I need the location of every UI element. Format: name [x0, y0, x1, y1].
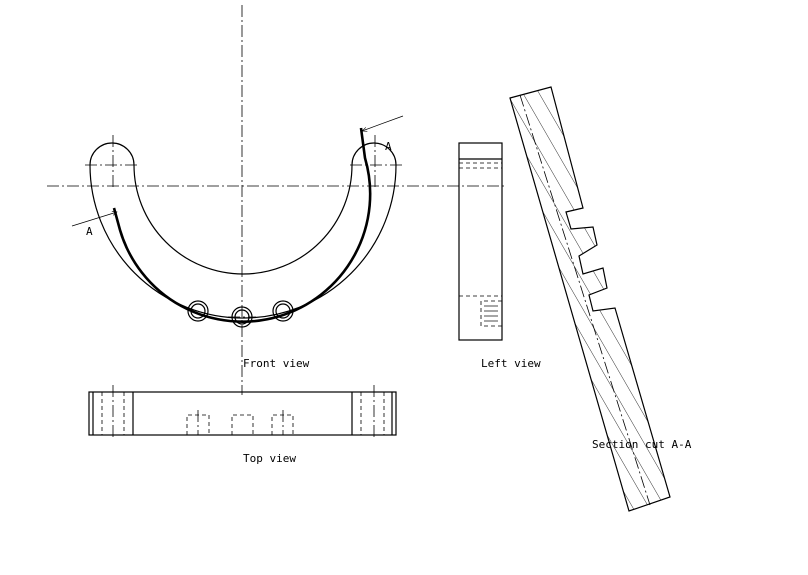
top-view-body: [88, 391, 397, 436]
section-view: [509, 86, 671, 512]
front-view: A A: [47, 5, 505, 395]
top-hidden-hole-2: [231, 414, 254, 435]
section-view-label: Section cut A-A: [592, 438, 692, 451]
section-hatched-body: [509, 86, 671, 512]
hole-left: [187, 300, 209, 322]
left-view-body: [458, 142, 503, 341]
left-hidden-hole: [480, 300, 502, 327]
section-centerline: [519, 94, 651, 506]
section-mark-right: A: [385, 140, 392, 153]
section-arrow-left: [71, 212, 117, 227]
left-view-label: Left view: [481, 357, 541, 370]
top-hidden-hole-3: [271, 414, 294, 435]
section-arrow-right: [362, 115, 404, 131]
top-view: [88, 385, 397, 440]
ring-outline: [89, 142, 397, 319]
section-mark-left: A: [86, 225, 93, 238]
front-view-label: Front view: [243, 357, 310, 370]
left-view: [458, 142, 503, 341]
top-view-label: Top view: [243, 452, 296, 465]
hole-right: [272, 300, 294, 322]
